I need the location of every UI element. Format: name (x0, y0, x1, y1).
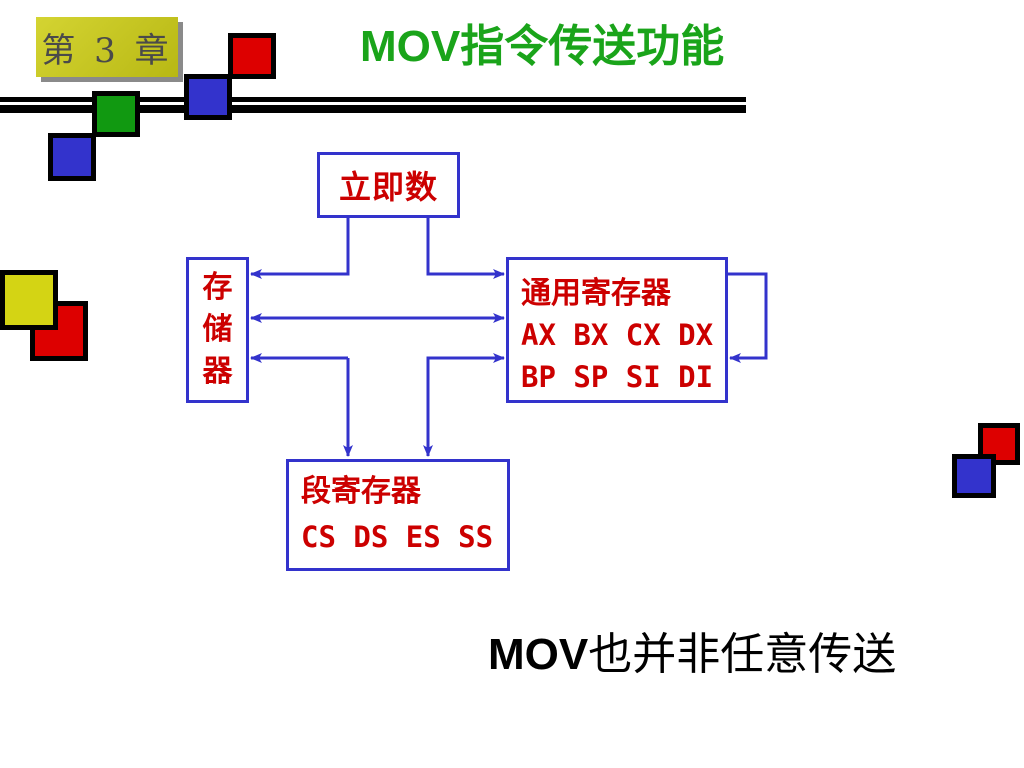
arrow-segment-to-general (426, 353, 505, 456)
footer-note-latin: MOV (488, 630, 589, 679)
immediate-label: 立即数 (338, 168, 438, 206)
segment-registers-row-1: CS DS ES SS (301, 520, 494, 554)
memory-box: 存 储 器 (186, 257, 249, 403)
segment-registers-box: 段寄存器 CS DS ES SS (286, 459, 510, 571)
deco-square-blue-left (48, 133, 96, 181)
arrow-general-to-segment (423, 356, 470, 457)
footer-note-cjk: 也并非任意传送 (588, 629, 897, 680)
footer-note: MOV也并非任意传送 (488, 618, 896, 682)
general-registers-row-1: AX BX CX DX (521, 318, 714, 352)
deco-square-blue-right (952, 454, 996, 498)
deco-square-red-top (228, 33, 276, 79)
deco-square-blue-top (184, 74, 232, 120)
general-registers-label: 通用寄存器 (521, 276, 671, 311)
chapter-badge: 第 3 章 (36, 17, 178, 77)
segment-registers-label: 段寄存器 (301, 474, 421, 509)
deco-square-yellow-mid (0, 270, 58, 330)
memory-char-1: 存 (202, 270, 233, 305)
general-registers-row-2: BP SP SI DI (521, 360, 714, 394)
immediate-box: 立即数 (317, 152, 460, 218)
memory-char-3: 器 (202, 354, 233, 389)
slide-title: MOV指令传送功能 (360, 22, 725, 71)
memory-char-2: 储 (202, 312, 233, 347)
arrow-immediate-to-memory (250, 218, 350, 279)
deco-square-green (92, 91, 140, 137)
general-registers-box: 通用寄存器 AX BX CX DX BP SP SI DI (506, 257, 728, 403)
arrow-general-self-loop (728, 272, 768, 363)
arrow-immediate-to-general (426, 218, 505, 279)
